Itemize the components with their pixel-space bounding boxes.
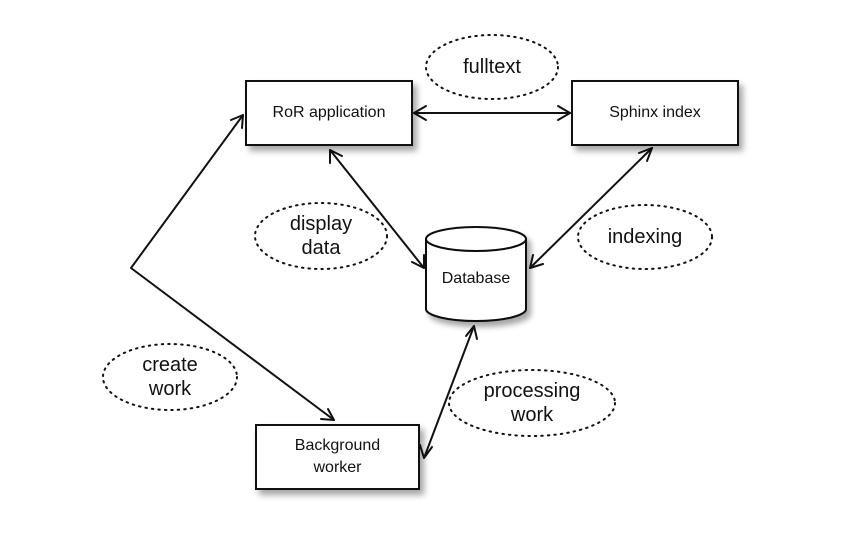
processing-work-label-line2: work [510,404,554,426]
fulltext-bubble-outline [425,34,559,100]
arrowhead-up-right-icon [638,147,653,162]
indexing-bubble: indexing [578,205,712,269]
processing-work-bubble: processing work [449,370,615,436]
fulltext-label: fulltext [463,56,521,78]
arrowhead-up-left-icon [329,149,343,164]
display-data-label-line1: display [289,213,353,235]
display-data-label-line2: data [301,237,341,259]
ror-application-node: RoR application [245,80,413,146]
arrowhead-right-icon [557,105,571,121]
indexing-label: indexing [607,226,683,248]
arrowhead-up-icon [465,325,478,340]
arrowhead-to-worker-icon [320,408,335,421]
background-worker-node: Background worker [255,424,420,490]
create-work-label-line2: work [148,378,192,400]
database-label: Database [426,270,526,288]
background-worker-label-line1: Background [294,437,381,454]
ror-application-label: RoR application [272,104,386,121]
arrowhead-down-right-icon [411,254,425,269]
processing-work-bubble-outline [448,369,616,437]
ror-database-connector [329,149,425,269]
sphinx-index-node: Sphinx index [571,80,739,146]
sphinx-index-label: Sphinx index [609,104,701,121]
database-cylinder [425,226,527,322]
create-work-connector [130,114,335,421]
database-worker-connector [423,325,475,459]
arrowhead-to-ror-icon [230,114,244,129]
arrowhead-down-left-icon [529,254,544,269]
database-label-text: Database [441,270,511,287]
indexing-bubble-outline [577,204,713,270]
background-worker-label-line2: worker [313,459,362,476]
fulltext-bubble: fulltext [426,35,558,99]
arrowhead-left-icon [413,105,427,121]
sphinx-database-connector [529,147,653,269]
create-work-label-line1: create [142,354,198,376]
create-work-bubble-outline [102,343,238,411]
display-data-bubble: display data [255,203,387,269]
display-data-bubble-outline [254,202,388,270]
create-work-bubble: create work [103,344,237,410]
processing-work-label-line1: processing [483,380,581,402]
arrowhead-down-icon [419,444,433,459]
